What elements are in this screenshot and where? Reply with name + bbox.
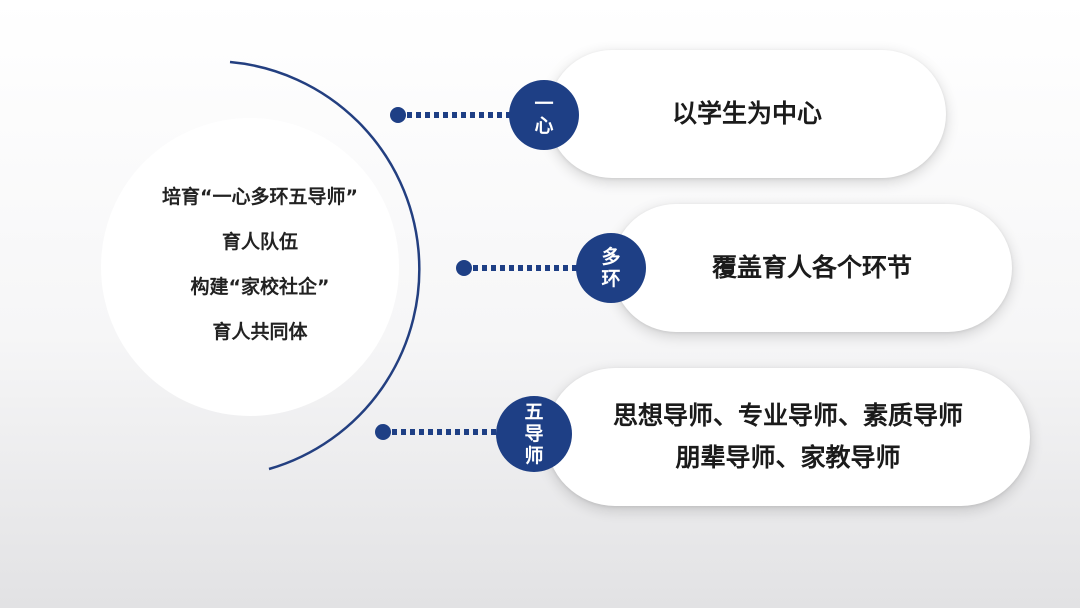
arc-dot-2 <box>456 260 472 276</box>
item-3-pill: 思想导师、专业导师、素质导师 朋辈导师、家教导师 <box>546 368 1030 506</box>
center-line-2: 育人队伍 <box>221 231 298 253</box>
center-line-1: 培育“一心多环五导师” <box>162 186 358 208</box>
item-2-text: 覆盖育人各个环节 <box>711 253 912 282</box>
item-3-text-line-1: 思想导师、专业导师、素质导师 <box>612 401 963 430</box>
item-1-badge: 一 心 <box>509 80 579 150</box>
item-1-pill: 以学生为中心 <box>548 50 946 178</box>
item-3-text-line-2: 朋辈导师、家教导师 <box>675 443 901 472</box>
item-3-badge-char-2: 导 <box>524 423 544 445</box>
outer-arc <box>229 60 421 471</box>
item-3-badge-char-3: 师 <box>524 445 544 467</box>
item-2-badge-char-1: 多 <box>601 246 621 268</box>
item-2-badge: 多 环 <box>576 233 646 303</box>
item-3-badge-char-1: 五 <box>524 401 544 423</box>
item-3-badge: 五 导 师 <box>496 396 572 472</box>
center-circle <box>102 119 398 415</box>
center-circle-rim <box>101 118 399 416</box>
arc-dot-3 <box>375 424 391 440</box>
arc-dot-1 <box>390 107 406 123</box>
item-1-badge-char-1: 一 <box>534 93 554 115</box>
center-line-4: 育人共同体 <box>212 321 308 343</box>
item-2-badge-char-2: 环 <box>601 268 621 290</box>
center-text: 培育“一心多环五导师” 育人队伍 构建“家校社企” 育人共同体 <box>100 175 420 355</box>
item-1-text: 以学生为中心 <box>671 99 822 128</box>
item-2-pill: 覆盖育人各个环节 <box>612 204 1012 332</box>
item-1-badge-char-2: 心 <box>534 115 554 137</box>
center-line-3: 构建“家校社企” <box>190 276 330 298</box>
